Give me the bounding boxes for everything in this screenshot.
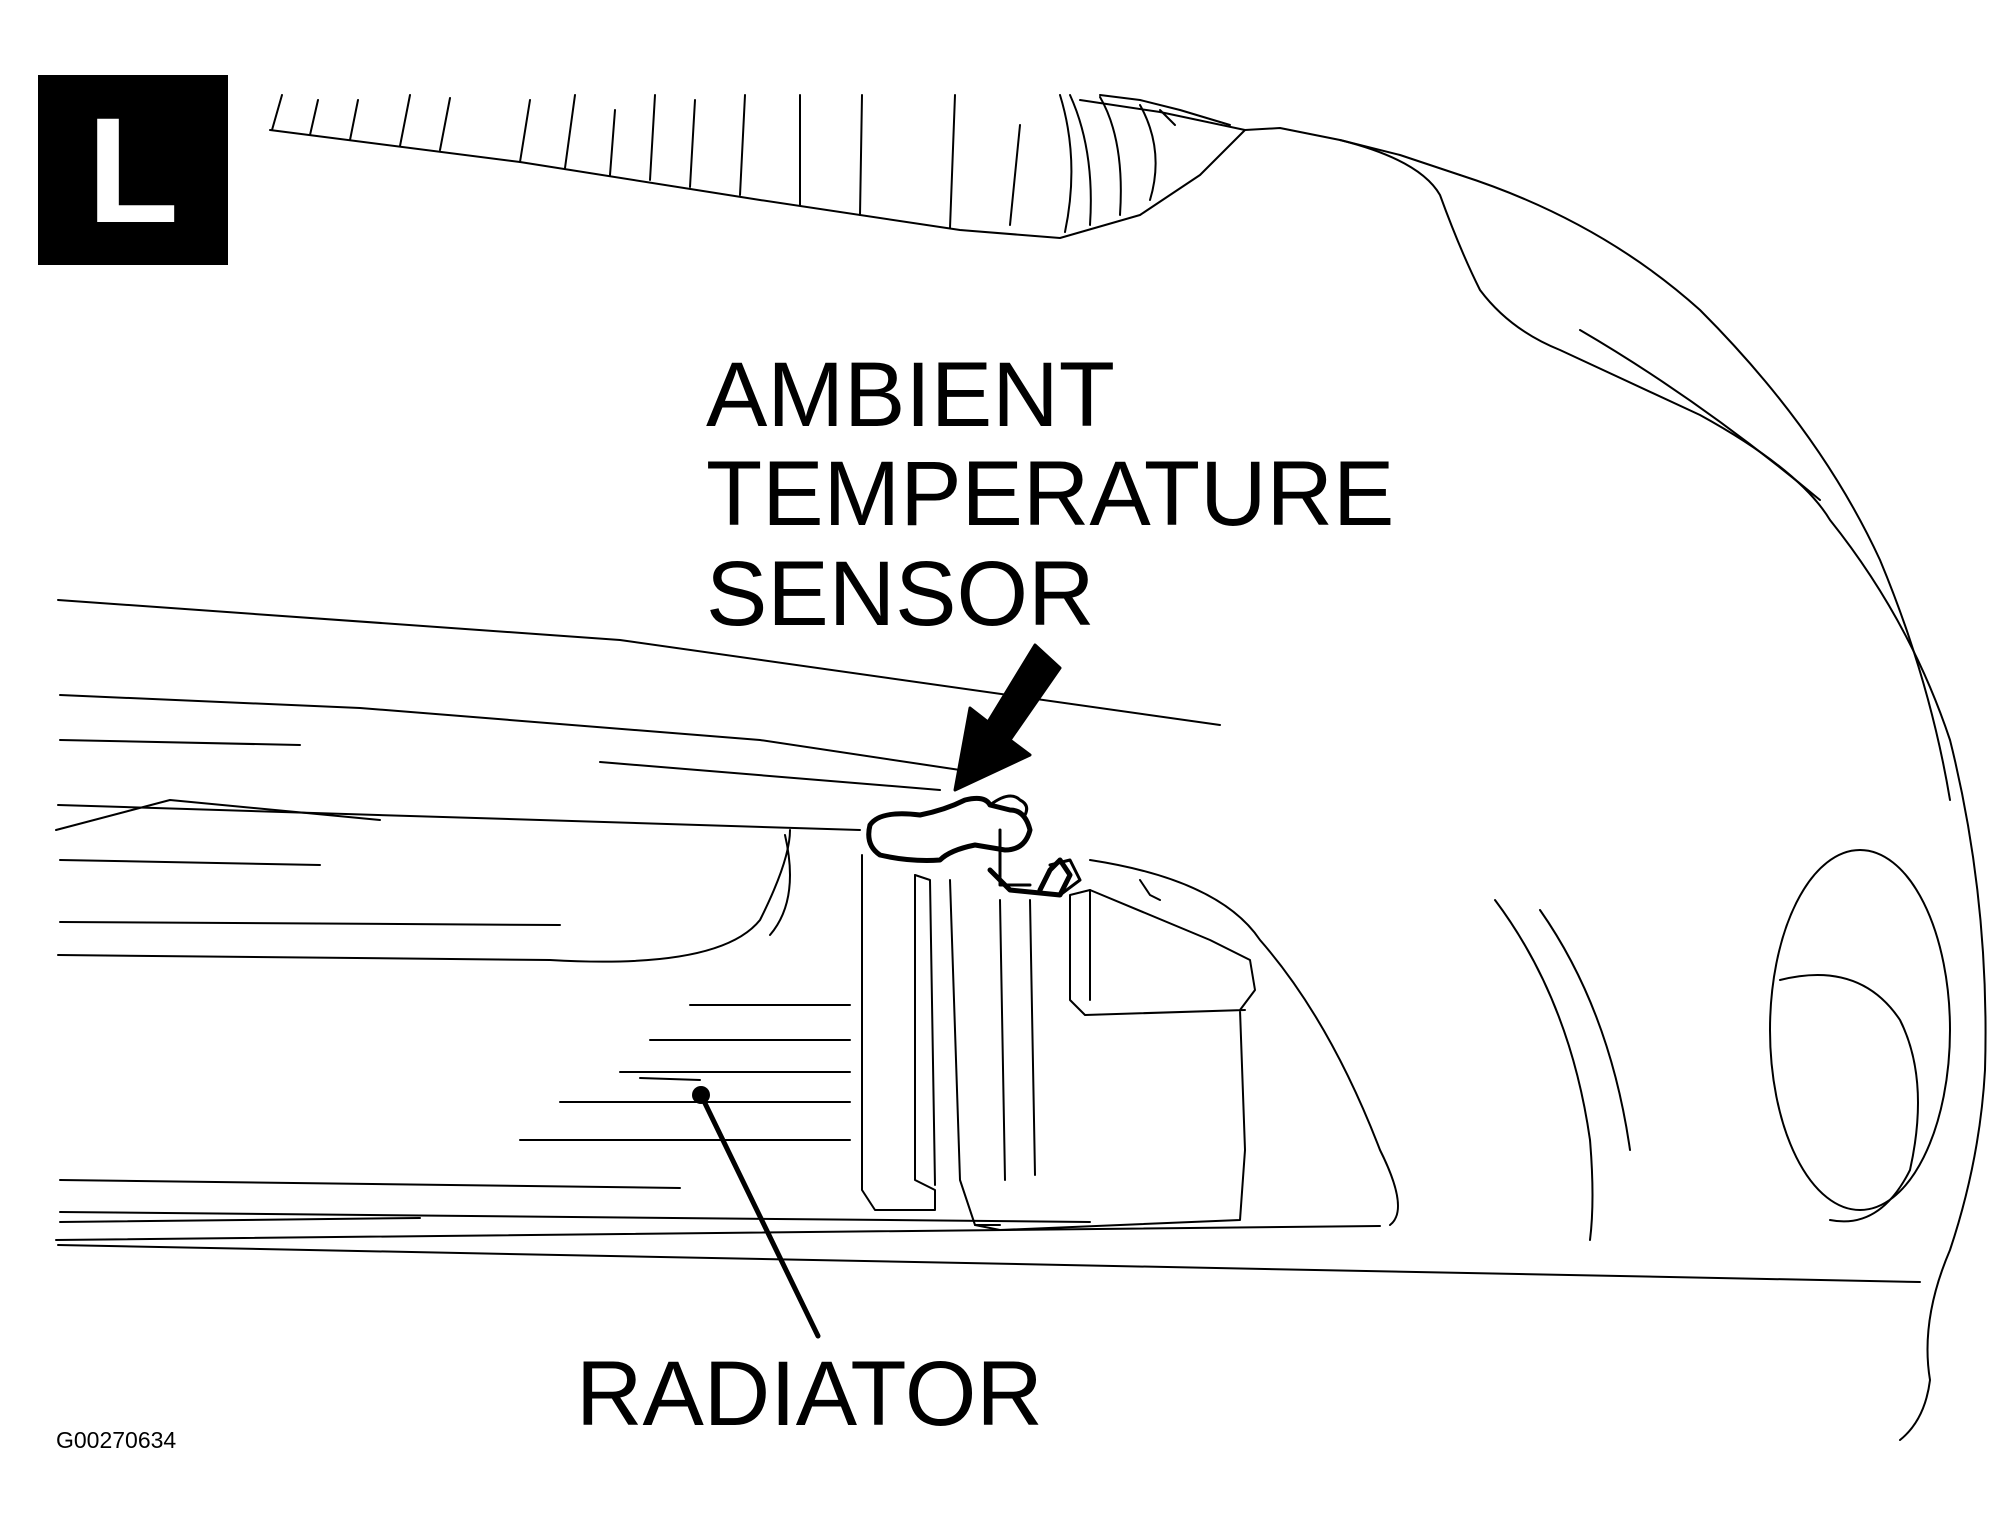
fog-light-inner [1779, 974, 1919, 1223]
sensor-arrow [953, 643, 1062, 792]
sensor-label-line1: AMBIENT [706, 344, 1115, 446]
radiator-assembly [861, 854, 1399, 1231]
hood-outline [269, 94, 1461, 239]
panel-badge: L [38, 75, 228, 265]
front-panel-lines [55, 599, 1921, 1283]
ambient-temperature-sensor [866, 794, 1082, 898]
fog-light-outer [1769, 849, 1951, 1211]
panel-badge-letter: L [87, 86, 179, 254]
sensor-label-line3: SENSOR [706, 543, 1095, 645]
panel-badge-background [38, 75, 228, 265]
radiator-leader [692, 1086, 821, 1339]
figure-id: G00270634 [56, 1427, 176, 1453]
sensor-label-line2: TEMPERATURE [706, 443, 1394, 545]
fender-outline [1339, 139, 1987, 1441]
radiator-label: RADIATOR [576, 1343, 1043, 1445]
